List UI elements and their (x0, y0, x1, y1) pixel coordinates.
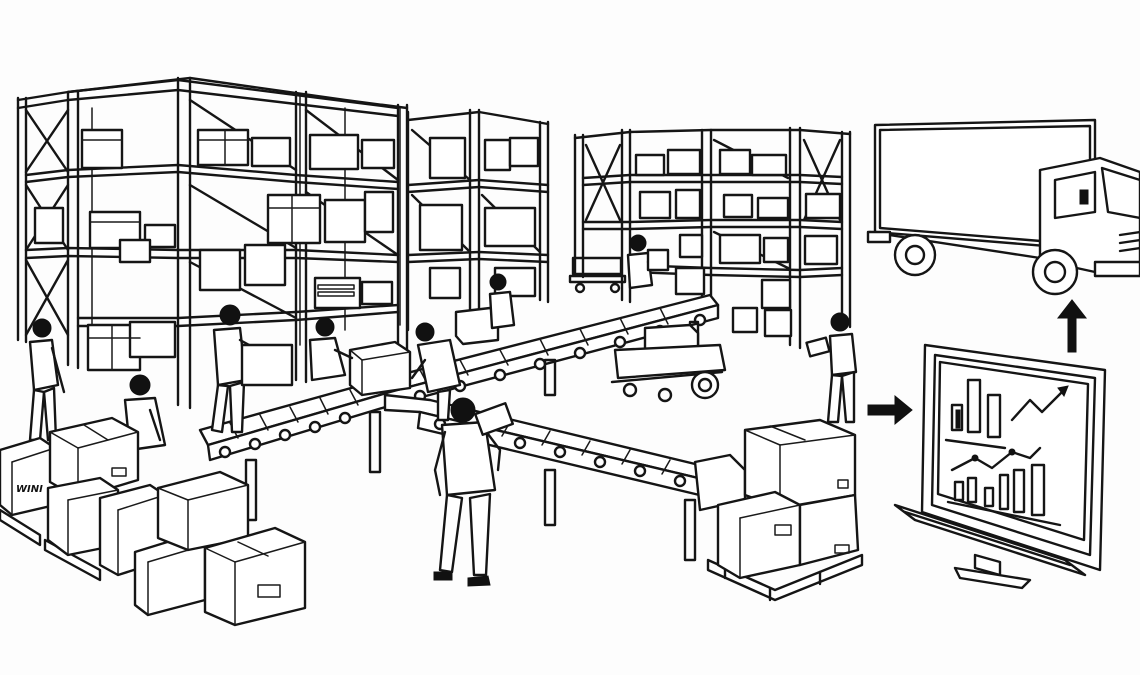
analytics-monitor (893, 343, 1107, 590)
monitor-bar-chart (944, 378, 1007, 450)
conveyor-belt-lower (383, 393, 722, 562)
worker-packing-left (210, 304, 294, 434)
worker-back-right (626, 234, 670, 290)
conveyor-belt-upper (198, 293, 720, 522)
box-stack-right (693, 418, 864, 602)
middle-shelving-rack (406, 108, 550, 332)
worker-foreground-tablet (433, 397, 514, 587)
worker-crouching (308, 317, 354, 382)
worker-far-left (28, 318, 66, 442)
worker-back-rack (488, 273, 516, 330)
worker-with-tablet-right (805, 312, 858, 424)
warehouse-cart (610, 343, 727, 403)
arrow-right-icon (867, 394, 913, 426)
left-shelving-rack (16, 76, 409, 410)
worker-loading-conveyor (410, 322, 462, 422)
box-stack-left: WINI (0, 416, 307, 627)
arrow-up-icon (1056, 299, 1088, 353)
monitor-line-and-bars-chart (946, 446, 1062, 527)
right-back-shelving-rack (568, 126, 852, 350)
trend-arrow-icon (1010, 385, 1069, 422)
delivery-truck (866, 118, 1140, 296)
box-label: WINI (16, 484, 43, 495)
